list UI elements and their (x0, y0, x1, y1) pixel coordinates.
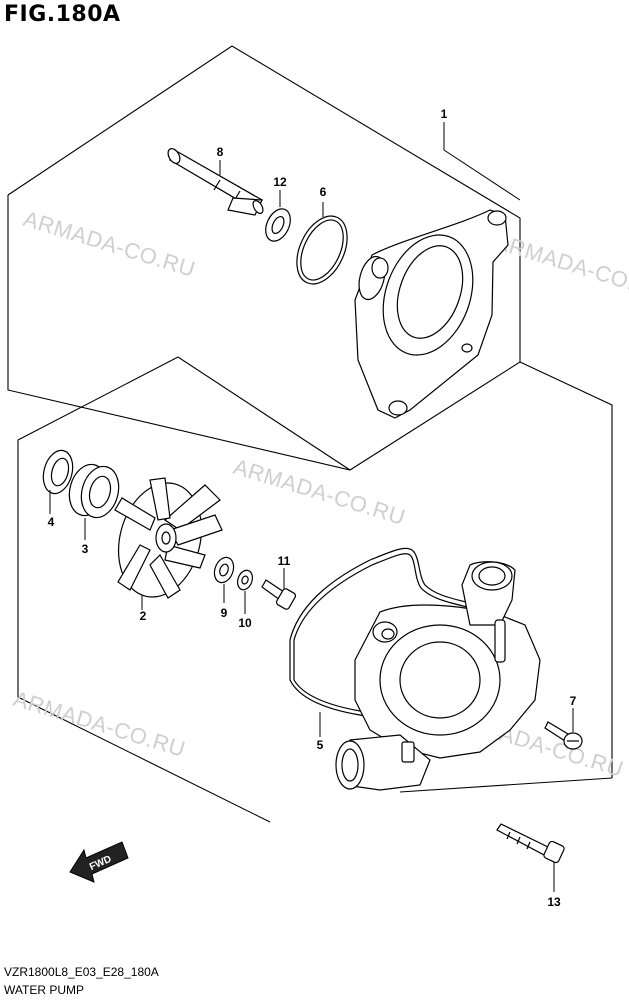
callout-3: 3 (82, 542, 89, 556)
figure-title: FIG.180A (4, 2, 121, 27)
watermark: ARMADA-CO.RU (21, 206, 199, 282)
fwd-arrow-icon: FWD (69, 841, 129, 883)
pump-shaft-part-8 (167, 148, 264, 216)
callout-11: 11 (278, 554, 291, 568)
washer-part-9 (213, 556, 235, 584)
bolt-part-13 (496, 823, 565, 864)
o-ring-part-6 (296, 215, 348, 285)
washer-part-10 (236, 569, 254, 591)
assembly-boundary-bottom (17, 440, 271, 823)
assembly-boundary-lower (17, 356, 351, 471)
leader-line-1 (443, 122, 521, 201)
callout-10: 10 (238, 616, 252, 630)
callout-1: 1 (441, 107, 448, 121)
impeller-part-2 (114, 477, 223, 599)
pump-body (335, 561, 541, 791)
callout-2: 2 (140, 609, 147, 623)
assembly-boundary-bottom-right (399, 777, 613, 793)
callout-7: 7 (570, 694, 577, 708)
washer-part-12 (265, 208, 291, 242)
assembly-boundary-right (519, 361, 613, 778)
watermark: ARMADA-CO.RU (231, 454, 409, 530)
figure-name: WATER PUMP (4, 983, 84, 997)
callout-13: 13 (547, 895, 561, 909)
callout-12: 12 (273, 175, 287, 189)
watermark: ARMADA-CO.RU (492, 229, 629, 305)
mechanical-seal-part-3 (68, 463, 120, 519)
watermark: ARMADA-CO.RU (11, 686, 189, 762)
pump-cover-part-1 (354, 209, 509, 419)
callout-5: 5 (317, 738, 324, 752)
bolt-part-11 (261, 579, 297, 610)
oil-seal-part-4 (42, 449, 74, 495)
figure-code: VZR1800L8_E03_E28_180A (4, 965, 159, 979)
screw-part-7 (544, 721, 583, 750)
callout-8: 8 (217, 145, 224, 159)
callout-4: 4 (48, 515, 55, 529)
callout-9: 9 (221, 606, 228, 620)
callout-6: 6 (320, 185, 327, 199)
